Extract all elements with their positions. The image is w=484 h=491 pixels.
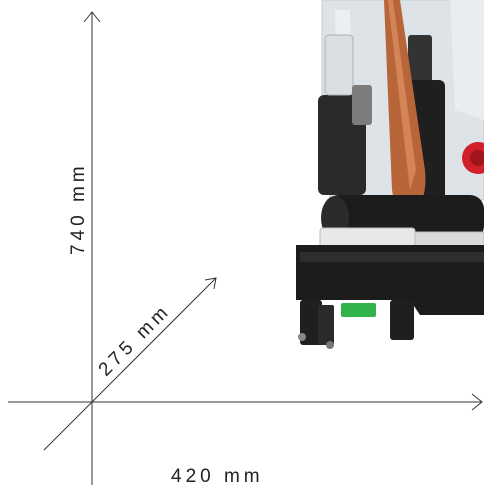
green-connector — [341, 303, 376, 317]
product-illustration — [296, 0, 484, 349]
base-tray — [296, 245, 484, 315]
depth-label: 275 mm — [95, 300, 175, 380]
height-label: 740 mm — [68, 162, 89, 255]
depth-arrowhead — [204, 277, 217, 290]
dimension-axes — [8, 11, 483, 485]
height-arrowhead — [83, 11, 101, 23]
width-label: 420 mm — [171, 466, 264, 487]
width-arrowhead — [471, 393, 483, 411]
depth-axis — [43, 277, 217, 451]
